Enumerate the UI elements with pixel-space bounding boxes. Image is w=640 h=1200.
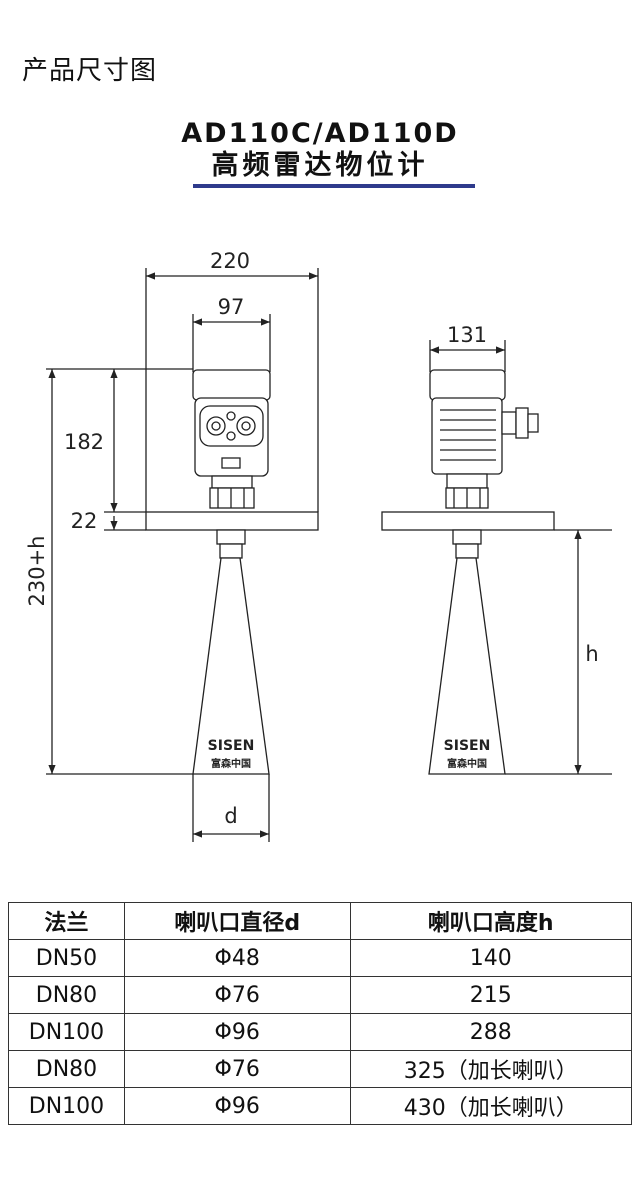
spec-table: 法兰 喇叭口直径d 喇叭口高度h DN50 Φ48 140 DN80 Φ76 2… xyxy=(8,902,632,1125)
dim-housing-width: 97 xyxy=(218,295,245,319)
cell-diameter: Φ96 xyxy=(123,1013,351,1051)
brand-logo-front: SISEN xyxy=(208,738,255,754)
table-row: DN100 Φ96 430（加长喇叭） xyxy=(8,1087,632,1125)
side-view xyxy=(381,340,555,775)
cell-diameter: Φ76 xyxy=(123,1050,351,1088)
heading-underline xyxy=(193,184,475,188)
table-row: DN100 Φ96 288 xyxy=(8,1013,632,1051)
dimension-drawing: SISEN 富森中国 220 97 182 22 230+h d xyxy=(25,249,612,842)
cell-height: 288 xyxy=(349,1013,632,1051)
cell-diameter: Φ48 xyxy=(123,939,351,977)
cell-height: 215 xyxy=(349,976,632,1014)
dim-housing-height: 182 xyxy=(64,430,104,454)
model-heading: AD110C/AD110D 高频雷达物位计 xyxy=(0,118,640,182)
header-flange: 法兰 xyxy=(8,902,125,940)
dim-horn-height: h xyxy=(585,642,598,666)
product-name: 高频雷达物位计 xyxy=(211,150,429,181)
header-horn-diameter: 喇叭口直径d xyxy=(123,902,351,940)
section-title: 产品尺寸图 xyxy=(22,56,158,86)
dim-total-height: 230+h xyxy=(25,536,49,607)
cell-diameter: Φ76 xyxy=(123,976,351,1014)
header-horn-height: 喇叭口高度h xyxy=(349,902,632,940)
brand-sub-front: 富森中国 xyxy=(211,757,251,770)
brand-sub-side: 富森中国 xyxy=(447,757,487,770)
table-header-row: 法兰 喇叭口直径d 喇叭口高度h xyxy=(8,902,632,940)
table-row: DN50 Φ48 140 xyxy=(8,939,632,977)
cell-flange: DN80 xyxy=(8,976,125,1014)
cell-height: 140 xyxy=(349,939,632,977)
front-view xyxy=(145,268,319,775)
cell-height: 325（加长喇叭） xyxy=(349,1050,632,1088)
cell-diameter: Φ96 xyxy=(123,1087,351,1125)
brand-logo-side: SISEN xyxy=(444,738,491,754)
table-row: DN80 Φ76 325（加长喇叭） xyxy=(8,1050,632,1088)
model-number: AD110C/AD110D xyxy=(181,118,459,149)
dim-overall-width: 220 xyxy=(210,249,250,273)
cell-flange: DN50 xyxy=(8,939,125,977)
cell-flange: DN80 xyxy=(8,1050,125,1088)
cell-flange: DN100 xyxy=(8,1013,125,1051)
cell-height: 430（加长喇叭） xyxy=(349,1087,632,1125)
table-row: DN80 Φ76 215 xyxy=(8,976,632,1014)
dim-horn-diameter: d xyxy=(224,804,237,828)
dim-flange-thickness: 22 xyxy=(71,509,98,533)
dim-side-width: 131 xyxy=(447,323,487,347)
cell-flange: DN100 xyxy=(8,1087,125,1125)
